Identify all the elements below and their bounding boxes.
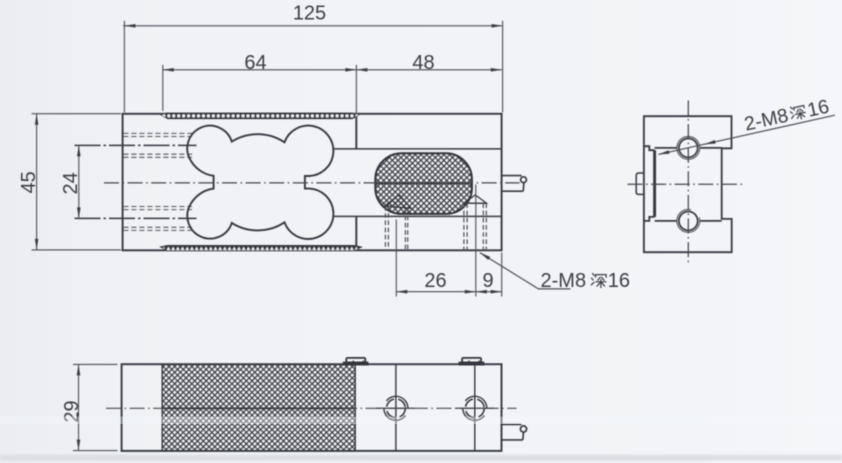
svg-text:64: 64 — [244, 52, 266, 74]
svg-text:48: 48 — [412, 52, 434, 74]
svg-text:45: 45 — [18, 171, 40, 193]
svg-text:2-M8: 2-M8 — [541, 270, 587, 292]
svg-text:16: 16 — [608, 270, 630, 292]
svg-text:16: 16 — [805, 96, 831, 122]
svg-text:24: 24 — [60, 172, 82, 194]
svg-text:29: 29 — [61, 400, 83, 422]
svg-text:9: 9 — [482, 270, 493, 292]
svg-text:125: 125 — [293, 2, 326, 24]
svg-text:26: 26 — [424, 270, 446, 292]
